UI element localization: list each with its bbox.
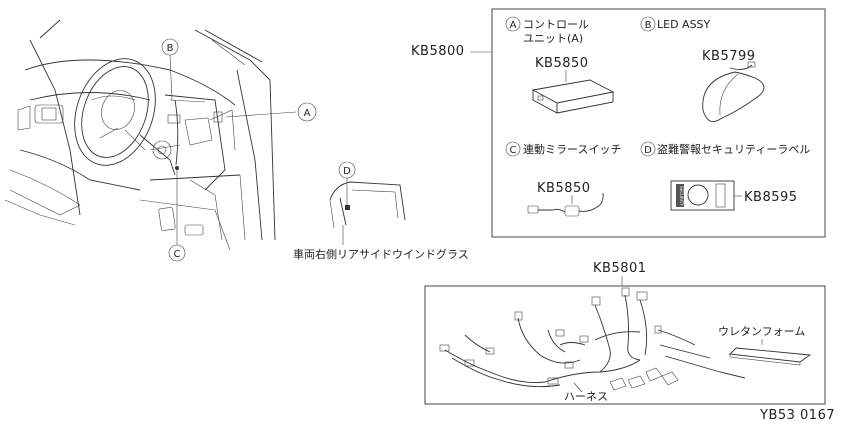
- harness-code: KB5801: [593, 261, 647, 276]
- security-sticker-text: SECURITY: [679, 186, 684, 206]
- urethane-foam-label: ウレタンフォーム: [718, 325, 805, 338]
- svg-text:A: A: [510, 20, 517, 31]
- kit-box: [491, 8, 826, 238]
- diagram-reference-code: YB53 0167: [759, 408, 835, 423]
- harness-box: [424, 285, 826, 405]
- svg-text:B: B: [645, 20, 652, 31]
- part-a-marker: [505, 16, 521, 32]
- part-a-subtitle: ユニット(A): [523, 32, 583, 45]
- harness-label: ハーネス: [564, 390, 608, 403]
- part-c-title: 連動ミラースイッチ: [523, 142, 621, 156]
- callout-d-label: D: [343, 166, 351, 177]
- svg-text:C: C: [510, 145, 517, 156]
- callout-b-leader: [169, 54, 173, 101]
- callout-a-label: A: [304, 108, 311, 119]
- harness-illustration: [439, 287, 746, 391]
- part-d-title: 盗難警報セキュリティーラベル: [657, 142, 810, 156]
- callout-a: [297, 102, 317, 122]
- part-c-marker: [505, 141, 521, 157]
- urethane-foam-illustration: [729, 347, 812, 366]
- callout-c-label: C: [174, 249, 181, 260]
- svg-text:D: D: [644, 145, 652, 156]
- control-unit-illustration: [531, 79, 615, 114]
- callout-b-label: B: [167, 43, 174, 54]
- rear-window-illustration: [329, 181, 406, 229]
- part-d-marker: [640, 141, 656, 157]
- part-b-marker: [640, 16, 656, 32]
- part-b-title: LED ASSY: [657, 18, 711, 31]
- led-assy-illustration: [702, 61, 765, 123]
- mirror-switch-illustration: [527, 192, 604, 217]
- callout-a-leader: [225, 111, 297, 118]
- part-c-code: KB5850: [537, 181, 591, 196]
- part-a-title: コントロール: [523, 18, 589, 31]
- part-b-code: KB5799: [702, 49, 756, 64]
- part-a-code: KB5850: [535, 56, 589, 71]
- part-d-code: KB8595: [744, 190, 798, 205]
- dashboard-illustration: [4, 19, 276, 251]
- vehicle-location-label: 車両右側リアサイドウインドグラス: [293, 247, 469, 261]
- security-label-illustration: SECURITY: [670, 180, 735, 211]
- kit-code: KB5800: [411, 44, 465, 59]
